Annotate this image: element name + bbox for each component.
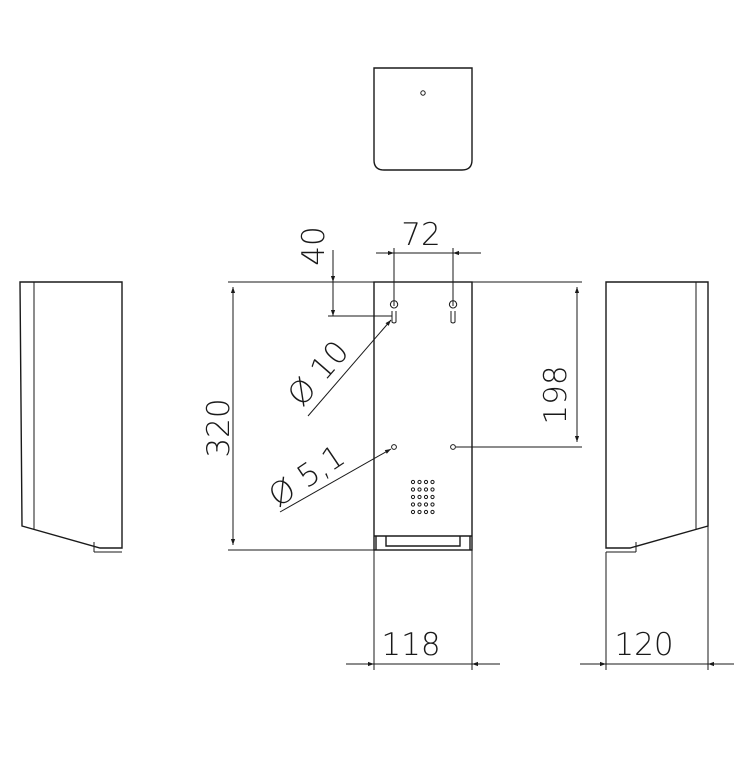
vent-hole — [417, 502, 422, 507]
vent-hole — [423, 494, 429, 500]
dim-width-label: 118 — [381, 627, 440, 663]
vent-hole — [417, 509, 422, 515]
dim-depth: 120 — [580, 526, 734, 670]
vent-hole — [430, 487, 435, 492]
dim-hole-spacing-label: 72 — [401, 217, 440, 253]
dim-hole-vertical: 198 — [456, 281, 582, 448]
dim-hole-spacing: 72 — [376, 217, 481, 306]
top-view — [373, 67, 473, 171]
vent-grid — [410, 479, 435, 515]
vent-hole — [430, 494, 435, 500]
mounting-hole-left — [391, 444, 397, 450]
left-side-view — [19, 281, 123, 553]
dim-width: 118 — [346, 550, 500, 670]
vent-hole — [417, 479, 422, 485]
dim-height-label: 320 — [201, 398, 237, 457]
vent-hole — [410, 502, 416, 507]
front-view — [373, 281, 473, 551]
vent-hole — [410, 487, 416, 492]
vent-hole — [423, 487, 429, 492]
dim-top-offset: 40 — [296, 226, 392, 317]
vent-hole — [410, 494, 416, 500]
dim-hole-vertical-label: 198 — [538, 365, 574, 424]
vent-hole — [417, 494, 422, 500]
dim-height: 320 — [201, 281, 374, 551]
vent-hole — [430, 509, 435, 515]
leader-hole-diameter: Ø 5,1 — [262, 438, 392, 515]
vent-hole — [430, 502, 435, 507]
vent-hole — [430, 479, 435, 485]
dim-top-offset-label: 40 — [296, 226, 332, 265]
top-view-hole — [420, 90, 426, 96]
mounting-hole-right — [450, 444, 456, 450]
vent-hole — [423, 509, 429, 515]
vent-hole — [423, 479, 429, 485]
hole-diameter-label: Ø 5,1 — [262, 438, 351, 515]
right-side-view — [605, 281, 709, 553]
dim-depth-label: 120 — [614, 627, 673, 663]
vent-hole — [410, 479, 416, 485]
vent-hole — [410, 509, 416, 515]
vent-hole — [423, 502, 429, 507]
vent-hole — [417, 487, 422, 492]
